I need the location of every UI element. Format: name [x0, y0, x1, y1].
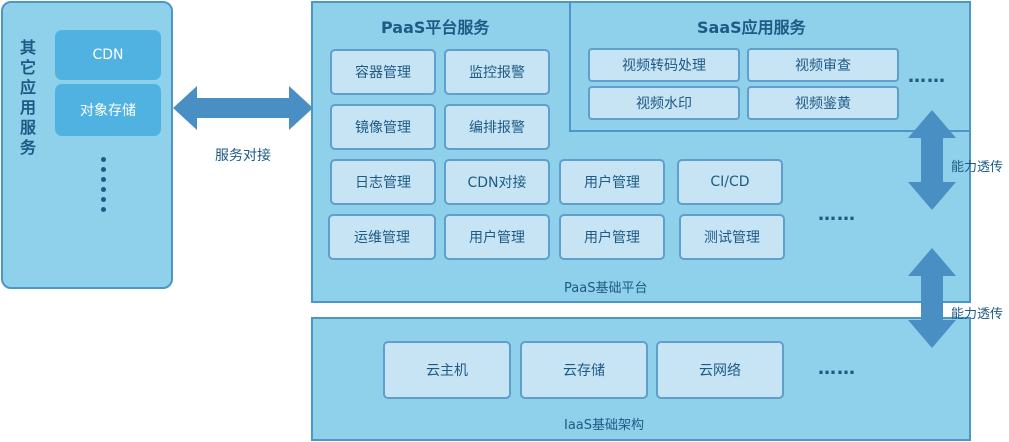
capability-arrow-bottom	[908, 248, 956, 348]
capability-label-bottom: 能力透传	[951, 307, 1004, 322]
container-management[interactable]: 容器管理	[330, 49, 436, 95]
ci-cd[interactable]: CI/CD	[677, 159, 783, 205]
cdn-service[interactable]: CDN	[55, 30, 161, 80]
log-management[interactable]: 日志管理	[330, 159, 436, 205]
connector-label: 服务对接	[215, 148, 271, 164]
video-porn-detection[interactable]: 视频鉴黄	[747, 86, 899, 120]
iaas-more: ……	[818, 358, 856, 379]
user-management-2[interactable]: 用户管理	[444, 214, 550, 260]
other-services-title: 其它应用服务	[19, 38, 36, 157]
cloud-host[interactable]: 云主机	[383, 341, 511, 399]
paas-platform-label: PaaS基础平台	[564, 281, 648, 296]
paas-more: ……	[818, 204, 856, 225]
monitoring-alerts[interactable]: 监控报警	[444, 49, 550, 95]
user-management-1[interactable]: 用户管理	[559, 159, 665, 205]
ops-management[interactable]: 运维管理	[328, 214, 436, 260]
video-review[interactable]: 视频审查	[747, 48, 899, 82]
cloud-storage[interactable]: 云存储	[520, 341, 648, 399]
saas-more: ……	[908, 66, 946, 87]
capability-label-top: 能力透传	[951, 160, 1004, 175]
user-management-3[interactable]: 用户管理	[559, 214, 665, 260]
test-management[interactable]: 测试管理	[679, 214, 785, 260]
saas-services-title: SaaS应用服务	[697, 18, 806, 37]
capability-arrow-top	[908, 110, 956, 210]
iaas-label: IaaS基础架构	[564, 418, 645, 433]
service-connector-arrow	[173, 86, 313, 130]
image-management[interactable]: 镜像管理	[330, 104, 436, 150]
cdn-integration[interactable]: CDN对接	[444, 159, 550, 205]
cloud-network[interactable]: 云网络	[656, 341, 784, 399]
orchestration-alerts[interactable]: 编排报警	[444, 104, 550, 150]
video-transcoding[interactable]: 视频转码处理	[588, 48, 740, 82]
video-watermark[interactable]: 视频水印	[588, 86, 740, 120]
object-storage-service[interactable]: 对象存储	[55, 84, 161, 136]
paas-services-title: PaaS平台服务	[381, 18, 490, 37]
